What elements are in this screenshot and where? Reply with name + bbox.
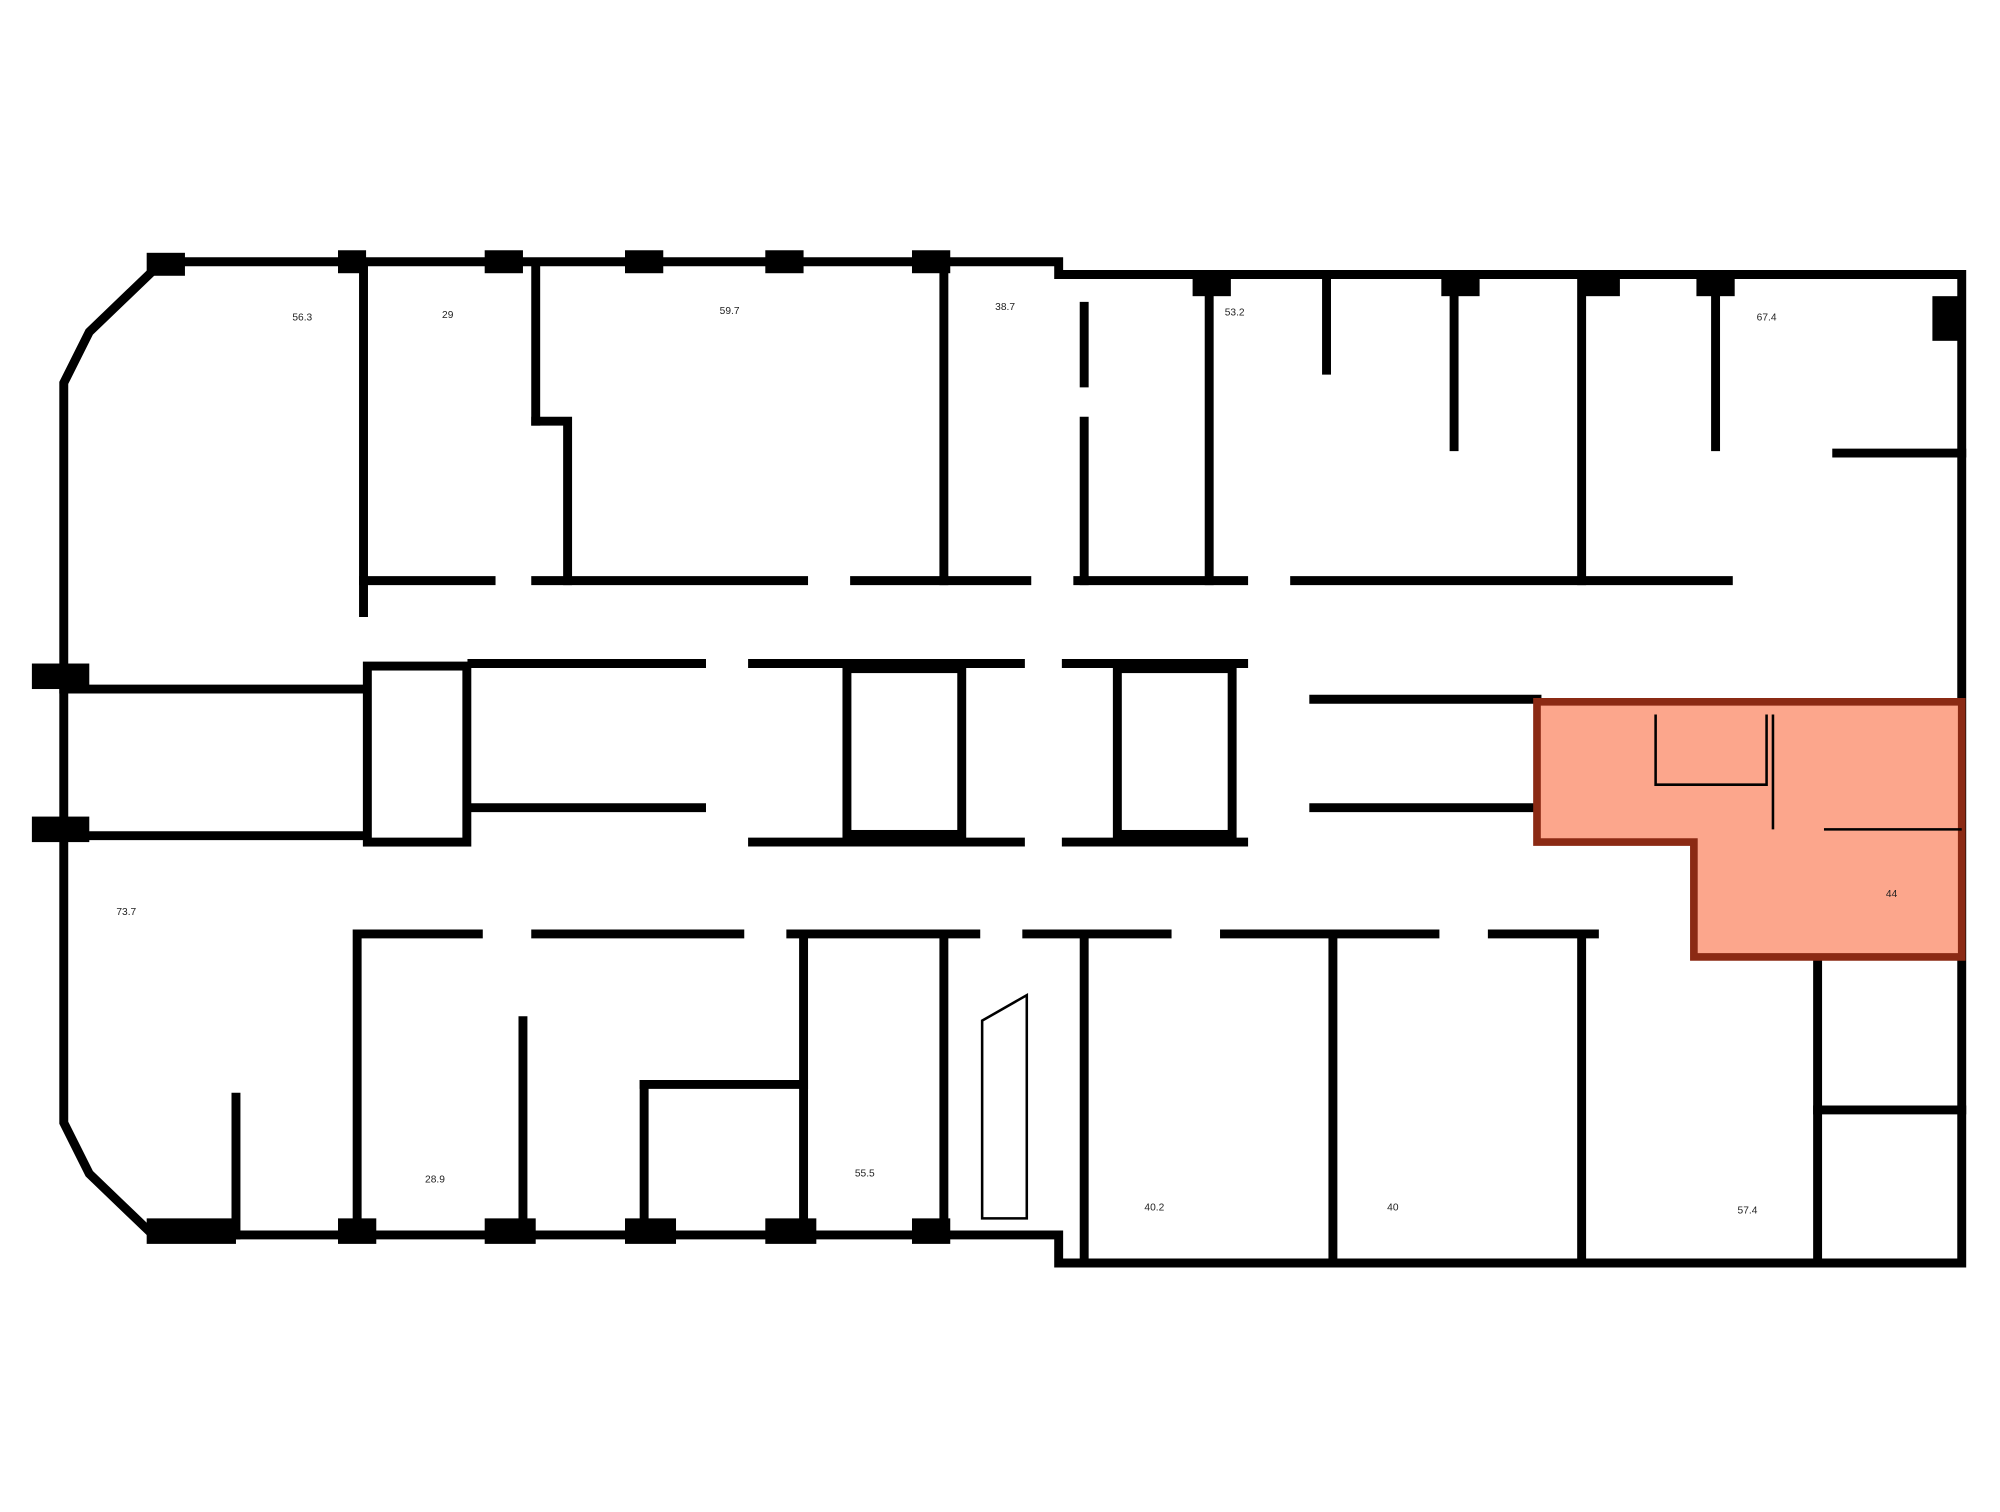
- apartment-area-label: 56.3: [292, 312, 312, 323]
- apartment-area-label: 59.7: [720, 306, 740, 317]
- apartment-area-label: 40.2: [1144, 1203, 1164, 1214]
- area-labels: 56.3 29 59.7 38.7 53.2 67.4 73.7 28.9 55…: [116, 302, 1897, 1216]
- apartment-area-label: 73.7: [116, 907, 136, 918]
- corridor-walls: [59, 576, 1733, 939]
- apartment-area-label: 38.7: [995, 302, 1015, 313]
- apartment-area-label: 57.4: [1738, 1205, 1758, 1216]
- selected-apartment-area-label: 44: [1886, 889, 1898, 900]
- selected-apartment-highlight[interactable]: [1533, 697, 1966, 961]
- apartment-area-label: 28.9: [425, 1175, 445, 1186]
- apartment-area-label: 67.4: [1757, 312, 1777, 323]
- apartment-area-label: 40: [1387, 1203, 1399, 1214]
- partition-walls: [231, 263, 1967, 1268]
- apartment-area-label: 53.2: [1225, 307, 1245, 318]
- apartment-area-label: 55.5: [855, 1168, 875, 1179]
- apartment-area-label: 29: [442, 310, 454, 321]
